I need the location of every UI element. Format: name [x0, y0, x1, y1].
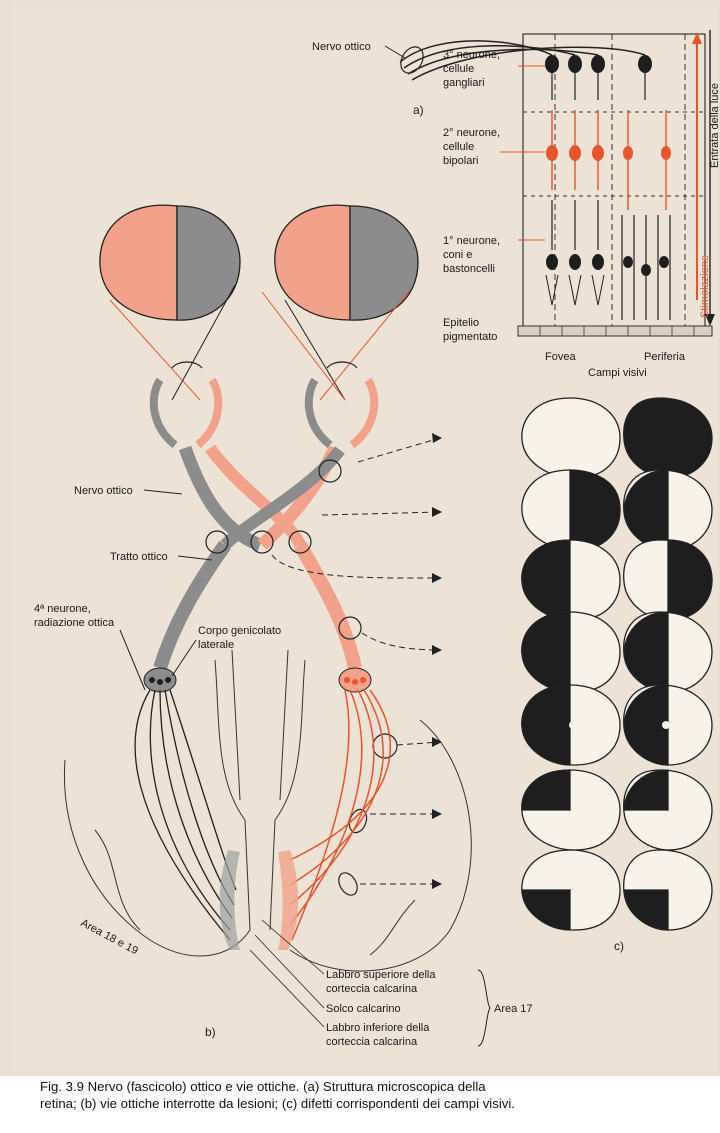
- fovea-label: Fovea: [545, 351, 576, 363]
- neuron3-line2: cellule: [443, 63, 474, 75]
- neuron1-line2: coni e: [443, 249, 472, 261]
- neuron3-line3: gangliari: [443, 77, 485, 89]
- periferia-label: Periferia: [644, 351, 686, 363]
- panel-b-letter: b): [205, 1025, 216, 1039]
- neuron1-line1: 1° neurone,: [443, 235, 500, 247]
- neuron2-line1: 2° neurone,: [443, 127, 500, 139]
- visual-field-defects: [522, 398, 712, 930]
- figure-caption: Fig. 3.9 Nervo (fascicolo) ottico e vie …: [40, 1078, 700, 1112]
- neuron2-line2: cellule: [443, 141, 474, 153]
- labbro-superiore-line2: corteccia calcarina: [326, 983, 418, 995]
- corpo-genicolato-line2: laterale: [198, 639, 234, 651]
- area-17-label: Area 17: [494, 1003, 533, 1015]
- area-18-19-label: Area 18 e 19: [79, 917, 140, 957]
- right-eye-field: [275, 205, 418, 320]
- neuron4-line2: radiazione ottica: [34, 617, 115, 629]
- corpo-genicolato-line1: Corpo genicolato: [198, 625, 281, 637]
- nervo-ottico-b-label: Nervo ottico: [74, 485, 133, 497]
- figure-svg: Entrata della luce Stimolazione Nervo ot…: [0, 0, 720, 1076]
- entrata-label: Entrata della luce: [709, 83, 720, 168]
- nervo-ottico-a-label: Nervo ottico: [312, 41, 371, 53]
- campi-visivi-label: Campi visivi: [588, 367, 647, 379]
- retina-diagram: Entrata della luce Stimolazione Nervo ot…: [312, 30, 720, 379]
- panel-a-letter: a): [413, 103, 424, 117]
- neuron4-line1: 4ª neurone,: [34, 603, 91, 615]
- left-eye-field: [100, 205, 240, 320]
- stimolazione-label: Stimolazione: [699, 255, 711, 318]
- epitelio-line2: pigmentato: [443, 331, 497, 343]
- solco-label: Solco calcarino: [326, 1003, 401, 1015]
- epitelio-line1: Epitelio: [443, 317, 479, 329]
- caption-line-1: Fig. 3.9 Nervo (fascicolo) ottico e vie …: [40, 1078, 700, 1095]
- labbro-superiore-line1: Labbro superiore della: [326, 969, 436, 981]
- neuron1-line3: bastoncelli: [443, 263, 495, 275]
- neuron2-line3: bipolari: [443, 155, 478, 167]
- caption-line-2: retina; (b) vie ottiche interrotte da le…: [40, 1095, 700, 1112]
- panel-c-letter: c): [614, 939, 624, 953]
- neuron3-line1: 3° neurone,: [443, 49, 500, 61]
- labbro-inferiore-line1: Labbro inferiore della: [326, 1022, 430, 1034]
- tratto-ottico-label: Tratto ottico: [110, 551, 168, 563]
- labbro-inferiore-line2: corteccia calcarina: [326, 1036, 418, 1048]
